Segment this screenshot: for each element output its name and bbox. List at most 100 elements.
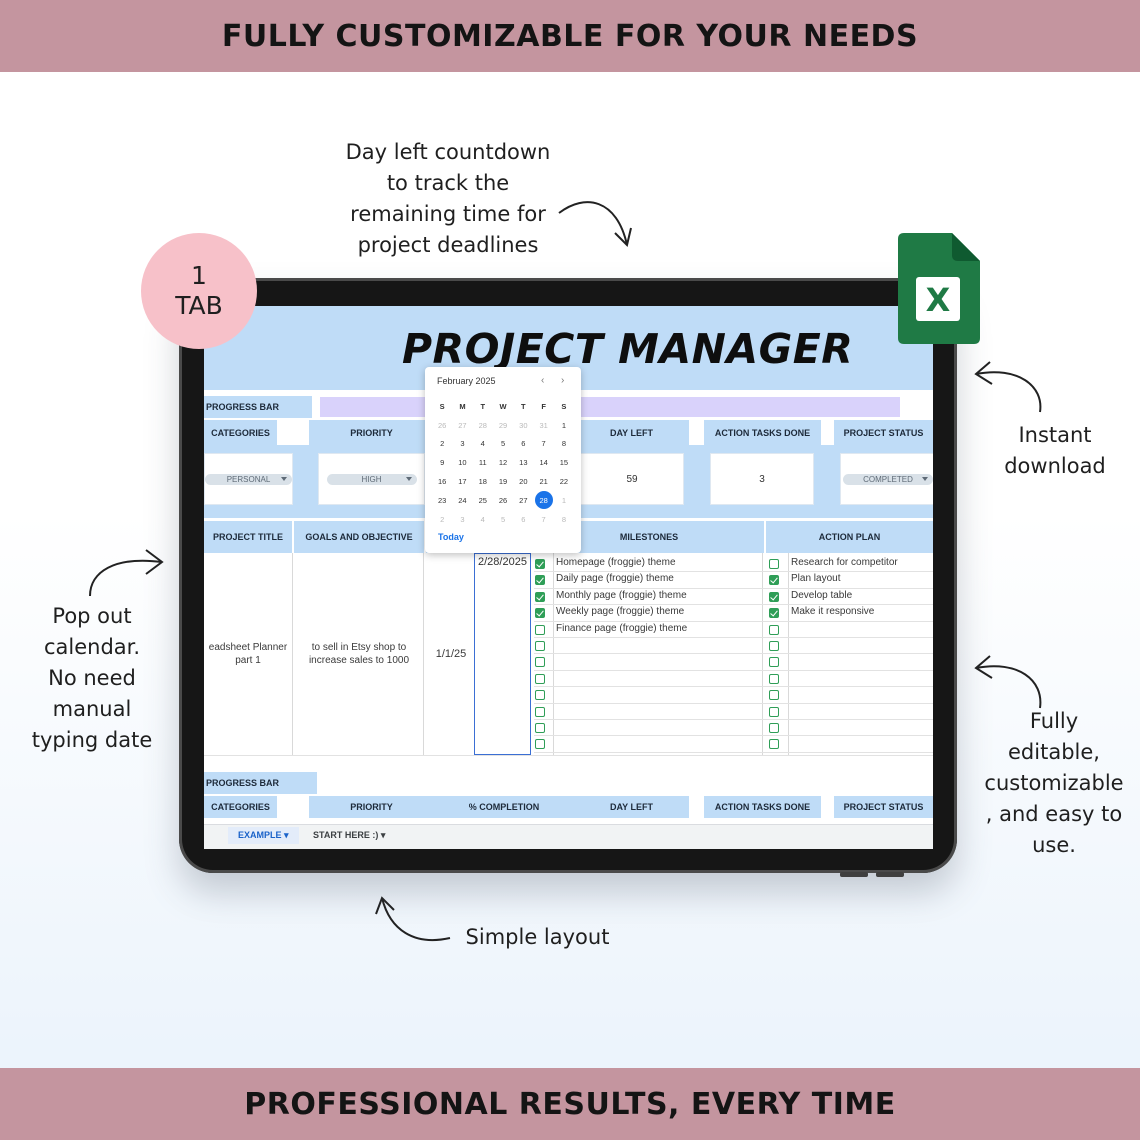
action-checkbox[interactable] bbox=[769, 723, 779, 733]
sheet-tab-example-label: EXAMPLE bbox=[238, 830, 282, 840]
calendar-day[interactable]: 14 bbox=[533, 453, 553, 472]
calendar-day[interactable]: 31 bbox=[533, 416, 553, 435]
calendar-day[interactable]: 23 bbox=[432, 491, 452, 510]
milestone-checkbox[interactable] bbox=[535, 641, 545, 651]
weekday-label: W bbox=[499, 401, 507, 411]
today-button[interactable]: Today bbox=[438, 532, 464, 542]
calendar-day[interactable]: 9 bbox=[432, 453, 452, 472]
calendar-day[interactable]: 27 bbox=[513, 491, 533, 510]
action-text[interactable]: Develop table bbox=[791, 589, 853, 601]
calendar-day[interactable]: 5 bbox=[493, 510, 513, 529]
priority-dropdown[interactable]: HIGH bbox=[326, 473, 417, 485]
milestone-checkbox[interactable] bbox=[535, 723, 545, 733]
deadline-value: 2/28/2025 bbox=[478, 556, 527, 568]
milestone-checkbox[interactable] bbox=[535, 608, 545, 619]
calendar-day[interactable]: 1 bbox=[554, 416, 574, 435]
calendar-day[interactable]: 30 bbox=[513, 416, 533, 435]
prev-month-icon[interactable]: ‹ bbox=[541, 375, 545, 386]
milestone-checkbox[interactable] bbox=[535, 706, 545, 717]
calendar-day[interactable]: 26 bbox=[493, 491, 513, 510]
next-month-icon[interactable]: › bbox=[561, 375, 565, 386]
action-checkbox[interactable] bbox=[769, 673, 779, 684]
calendar-day[interactable]: 19 bbox=[493, 472, 513, 491]
grid-line bbox=[534, 604, 933, 606]
milestone-checkbox[interactable] bbox=[535, 591, 545, 602]
calendar-day[interactable]: 4 bbox=[473, 510, 493, 529]
category-cell[interactable]: PERSONAL bbox=[204, 453, 293, 505]
calendar-day[interactable]: 8 bbox=[554, 435, 574, 454]
start-date-cell[interactable]: 1/1/25 bbox=[435, 648, 467, 660]
milestone-checkbox[interactable] bbox=[535, 657, 545, 668]
calendar-day[interactable]: 6 bbox=[513, 435, 533, 454]
deadline-cell[interactable]: 2/28/2025 bbox=[474, 553, 531, 755]
sheet-tab-example[interactable]: EXAMPLE ▾ bbox=[228, 827, 299, 844]
calendar-day[interactable]: 26 bbox=[432, 416, 452, 435]
calendar-day[interactable]: 24 bbox=[452, 491, 472, 510]
action-text[interactable]: Plan layout bbox=[791, 573, 841, 585]
action-checkbox[interactable] bbox=[769, 739, 779, 750]
calendar-day[interactable]: 7 bbox=[533, 435, 553, 454]
goal-cell[interactable]: to sell in Etsy shop to increase sales t… bbox=[308, 642, 410, 666]
action-text[interactable]: Make it responsive bbox=[791, 606, 875, 618]
calendar-day[interactable]: 5 bbox=[493, 435, 513, 454]
calendar-day[interactable]: 17 bbox=[452, 472, 472, 491]
action-checkbox[interactable] bbox=[769, 706, 779, 717]
calendar-day[interactable]: 16 bbox=[432, 472, 452, 491]
milestone-checkbox[interactable] bbox=[535, 739, 545, 750]
calendar-day[interactable]: 28 bbox=[473, 416, 493, 435]
calendar-day[interactable]: 29 bbox=[493, 416, 513, 435]
calendar-day[interactable]: 11 bbox=[473, 453, 493, 472]
action-checkbox[interactable] bbox=[769, 559, 779, 569]
calendar-day[interactable]: 27 bbox=[452, 416, 472, 435]
milestone-checkbox[interactable] bbox=[535, 673, 545, 684]
calendar-day-number: 3 bbox=[460, 439, 465, 449]
action-checkbox[interactable] bbox=[769, 657, 779, 668]
milestone-checkbox[interactable] bbox=[535, 559, 545, 569]
calendar-day[interactable]: 20 bbox=[513, 472, 533, 491]
action-checkbox[interactable] bbox=[769, 641, 779, 651]
calendar-day[interactable]: 18 bbox=[473, 472, 493, 491]
calendar-day[interactable]: 1 bbox=[554, 491, 574, 510]
sheet-tab-bar: EXAMPLE ▾ START HERE :) ▾ bbox=[204, 824, 933, 849]
category-dropdown[interactable]: PERSONAL bbox=[205, 473, 292, 485]
action-checkbox[interactable] bbox=[769, 591, 779, 602]
project-title-cell[interactable]: eadsheet Planner part 1 bbox=[208, 642, 288, 666]
milestone-text[interactable]: Finance page (froggie) theme bbox=[556, 622, 688, 634]
calendar-day[interactable]: 25 bbox=[473, 491, 493, 510]
day-left-cell: 59 bbox=[580, 453, 684, 505]
calendar-day[interactable]: 10 bbox=[452, 453, 472, 472]
calendar-day[interactable]: 15 bbox=[554, 453, 574, 472]
calendar-day[interactable]: 13 bbox=[513, 453, 533, 472]
priority-cell[interactable]: HIGH bbox=[318, 453, 425, 505]
calendar-day[interactable]: 3 bbox=[452, 435, 472, 454]
calendar-day[interactable]: 21 bbox=[533, 472, 553, 491]
action-checkbox[interactable] bbox=[769, 575, 779, 586]
calendar-day[interactable]: 2 bbox=[432, 510, 452, 529]
action-checkbox[interactable] bbox=[769, 624, 779, 635]
calendar-day[interactable]: 2 bbox=[432, 435, 452, 454]
sheet-tab-start-here[interactable]: START HERE :) ▾ bbox=[313, 830, 386, 840]
calendar-day[interactable]: 4 bbox=[473, 435, 493, 454]
status-dropdown[interactable]: COMPLETED bbox=[843, 473, 933, 485]
milestone-text[interactable]: Daily page (froggie) theme bbox=[556, 573, 674, 585]
calendar-day[interactable]: 8 bbox=[554, 510, 574, 529]
selected-day[interactable]: 28 bbox=[533, 491, 553, 510]
milestone-checkbox[interactable] bbox=[535, 624, 545, 635]
milestone-text[interactable]: Monthly page (froggie) theme bbox=[556, 589, 687, 601]
calendar-day[interactable]: 7 bbox=[533, 510, 553, 529]
milestone-checkbox[interactable] bbox=[535, 575, 545, 586]
status-cell[interactable]: COMPLETED bbox=[840, 453, 933, 505]
action-checkbox[interactable] bbox=[769, 690, 779, 701]
milestone-text[interactable]: Homepage (froggie) theme bbox=[556, 557, 676, 568]
layout-arrow-icon bbox=[375, 896, 451, 941]
action-text[interactable]: Research for competitor bbox=[791, 557, 898, 568]
calendar-day[interactable]: 22 bbox=[554, 472, 574, 491]
calendar-day[interactable]: 12 bbox=[493, 453, 513, 472]
milestone-checkbox[interactable] bbox=[535, 690, 545, 701]
calendar-day[interactable]: 3 bbox=[452, 510, 472, 529]
milestone-text[interactable]: Weekly page (froggie) theme bbox=[556, 606, 685, 618]
calendar-day[interactable]: 6 bbox=[513, 510, 533, 529]
action-checkbox[interactable] bbox=[769, 608, 779, 619]
